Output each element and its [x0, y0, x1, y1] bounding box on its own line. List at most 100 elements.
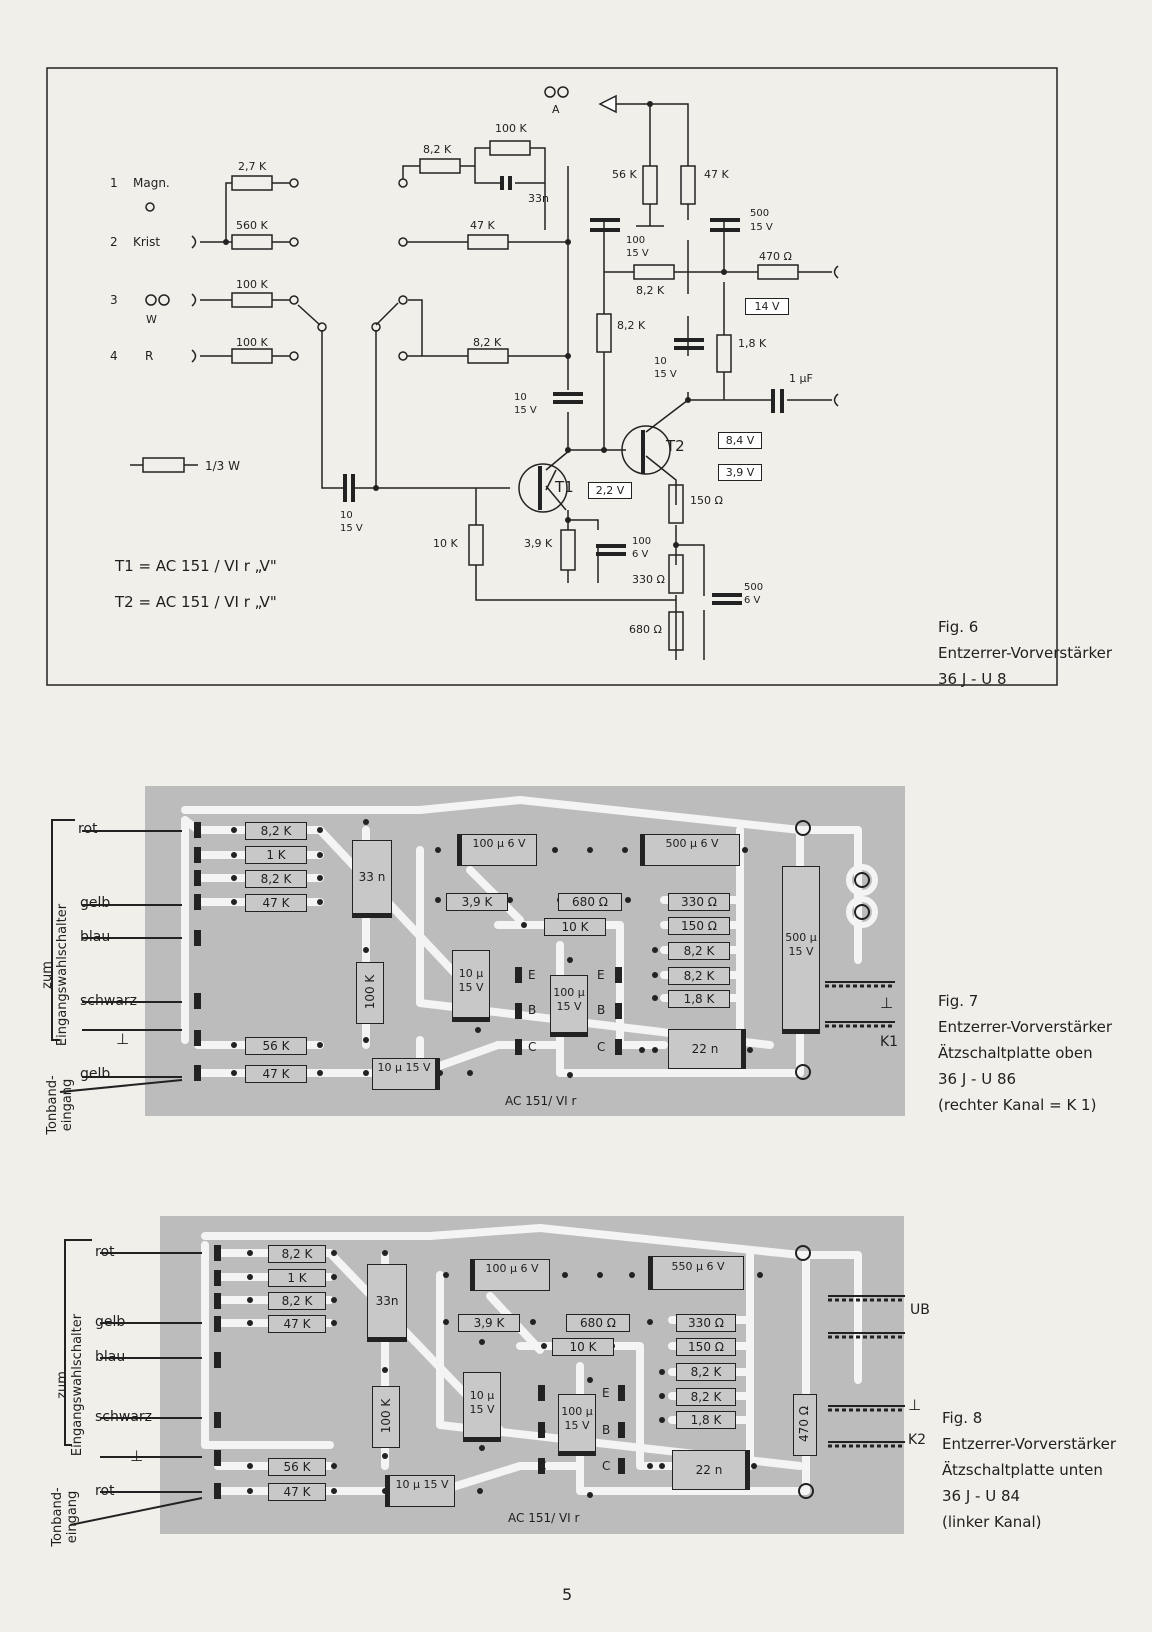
r-fb1-label: 8,2 K — [423, 143, 452, 156]
fig8-c-550u-6v: 550 µ 6 V — [648, 1256, 744, 1290]
fig8-r-39k: 3,9 K — [458, 1314, 520, 1332]
fig8-r-150: 150 Ω — [676, 1338, 736, 1356]
fig8-side-label2: Tonband-eingang — [50, 1487, 80, 1547]
fig7-r-56k: 56 K — [245, 1037, 307, 1055]
input-4-label: R — [145, 349, 154, 363]
fig8-r-470: 470 Ω — [793, 1394, 817, 1456]
fig7-pin-c2: C — [597, 1040, 606, 1054]
fig7-r-47k-b: 47 K — [245, 1065, 307, 1083]
r-150-label: 150 Ω — [690, 494, 723, 507]
c-base-label: 10 — [514, 392, 527, 403]
c-mid2-label: 10 — [654, 356, 667, 367]
input-1-number: 1 — [110, 176, 118, 190]
fig7-r-47k: 47 K — [245, 894, 307, 912]
fig8-c-10u-b: 10 µ 15 V — [463, 1372, 501, 1442]
fig8-caption-line5: (linker Kanal) — [942, 1513, 1042, 1531]
r-sw-label: 8,2 K — [473, 336, 502, 349]
fig6-caption-line3: 36 J - U 8 — [938, 670, 1007, 688]
fig8-wire-label-schwarz: schwarz — [95, 1409, 152, 1425]
c-em-v: 6 V — [632, 549, 649, 560]
fig7-k1: K1 — [880, 1034, 899, 1050]
fig8-wire-label-gnd: ⊥ — [130, 1447, 144, 1465]
fig7-c-10u-a: 10 µ 15 V — [372, 1058, 440, 1090]
voltage-22v: 2,2 V — [588, 482, 632, 499]
fig8-r-82k-2: 8,2 K — [268, 1292, 326, 1310]
fig8-r-10k: 10 K — [552, 1338, 614, 1356]
fig8-r-56k: 56 K — [268, 1458, 326, 1476]
c-in-v: 15 V — [340, 523, 363, 534]
fig7-pin-e1: E — [528, 968, 536, 982]
c-mid1-label: 100 — [626, 235, 646, 246]
fig7-pin-e2: E — [597, 968, 605, 982]
fig8-k2: K2 — [908, 1432, 927, 1448]
fig8-c-33n: 33n — [367, 1264, 407, 1342]
fig7-caption: Fig. 7 Entzerrer-Vorverstärker Ätzschalt… — [938, 988, 1112, 1118]
c-mid2-v: 15 V — [654, 369, 677, 380]
fig8-gnd: ⊥ — [908, 1396, 922, 1414]
r-fb3-label: 47 K — [470, 219, 495, 232]
fig8-wire-label-blau: blau — [95, 1349, 126, 1365]
c-mid1-v: 15 V — [626, 248, 649, 259]
r-330-label: 330 Ω — [632, 573, 665, 586]
fig7-r-39k: 3,9 K — [446, 893, 508, 911]
fig7-pin-b2: B — [597, 1003, 606, 1017]
fig8-pin-c2: C — [602, 1459, 611, 1473]
r-39-label: 3,9 K — [524, 537, 553, 550]
fig8-c-100u-15v: 100 µ 15 V — [558, 1394, 596, 1456]
r-56k-label: 56 K — [612, 168, 637, 181]
fig7-wire-label-schwarz: schwarz — [80, 993, 137, 1009]
fig6-caption-line1: Fig. 6 — [938, 618, 979, 636]
fig8-pin-b1: B — [538, 1423, 547, 1437]
fig8-caption-line2: Entzerrer-Vorverstärker — [942, 1435, 1116, 1453]
input-2-label: Krist — [133, 235, 161, 249]
fig8-r-82k-1: 8,2 K — [268, 1245, 326, 1263]
c-500b-label: 500 — [744, 582, 764, 593]
fig8-pin-b2: B — [602, 1423, 611, 1437]
r-18-label: 1,8 K — [738, 337, 767, 350]
voltage-14v: 14 V — [745, 298, 789, 315]
c-out1-label: 500 — [750, 208, 770, 219]
fig8-caption-line4: 36 J - U 84 — [942, 1487, 1021, 1505]
c-1uf-label: 1 µF — [789, 372, 813, 385]
fig7-wire-label-gelb2: gelb — [80, 1066, 111, 1082]
output-a-label: A — [552, 103, 560, 116]
fig6-schematic — [46, 67, 1058, 686]
c-fb-label: 33n — [528, 192, 549, 205]
fig8-caption-line3: Ätzschaltplatte unten — [942, 1461, 1103, 1479]
fig7-c-33n: 33 n — [352, 840, 392, 918]
fig8-r-47k: 47 K — [268, 1315, 326, 1333]
fig7-caption-line1: Fig. 7 — [938, 992, 979, 1010]
r-10k-label: 10 K — [433, 537, 458, 550]
fig8-wire-label-rot2: rot — [95, 1483, 115, 1499]
fig8-pin-e1: E — [538, 1386, 546, 1400]
fig7-r-1k: 1 K — [245, 846, 307, 864]
fig7-r-10k: 10 K — [544, 918, 606, 936]
fig8-r-18k: 1,8 K — [676, 1411, 736, 1429]
r-470-label: 470 Ω — [759, 250, 792, 263]
r-col-label: 8,2 K — [617, 319, 646, 332]
transistor-t2-label: T2 — [666, 437, 685, 455]
t1-type-label: T1 = AC 151 / VI r „V" — [115, 557, 277, 575]
c-em-label: 100 — [632, 536, 652, 547]
fig8-r-680: 680 Ω — [566, 1314, 630, 1332]
fig7-c-22n: 22 n — [668, 1029, 746, 1069]
legend-resistor-label: 1/3 W — [205, 459, 240, 473]
fig7-r-82k-3: 8,2 K — [668, 942, 730, 960]
r-in4-label: 100 K — [236, 336, 268, 349]
fig7-caption-line2: Entzerrer-Vorverstärker — [938, 1018, 1112, 1036]
input-2-number: 2 — [110, 235, 118, 249]
r-mid-label: 8,2 K — [636, 284, 665, 297]
fig7-c-500u-15v: 500 µ 15 V — [782, 866, 820, 1034]
fig7-c-10u-b: 10 µ 15 V — [452, 950, 490, 1022]
page-number: 5 — [562, 1585, 573, 1604]
fig7-r-82k-1: 8,2 K — [245, 822, 307, 840]
input-3-number: 3 — [110, 293, 118, 307]
voltage-84v: 8,4 V — [718, 432, 762, 449]
fig8-c-22n: 22 n — [672, 1450, 750, 1490]
fig7-r-82k-2: 8,2 K — [245, 870, 307, 888]
fig8-pin-c1: C — [538, 1459, 547, 1473]
r-47k-label: 47 K — [704, 168, 729, 181]
fig7-r-150: 150 Ω — [668, 917, 730, 935]
r-in1-label: 2,7 K — [238, 160, 267, 173]
